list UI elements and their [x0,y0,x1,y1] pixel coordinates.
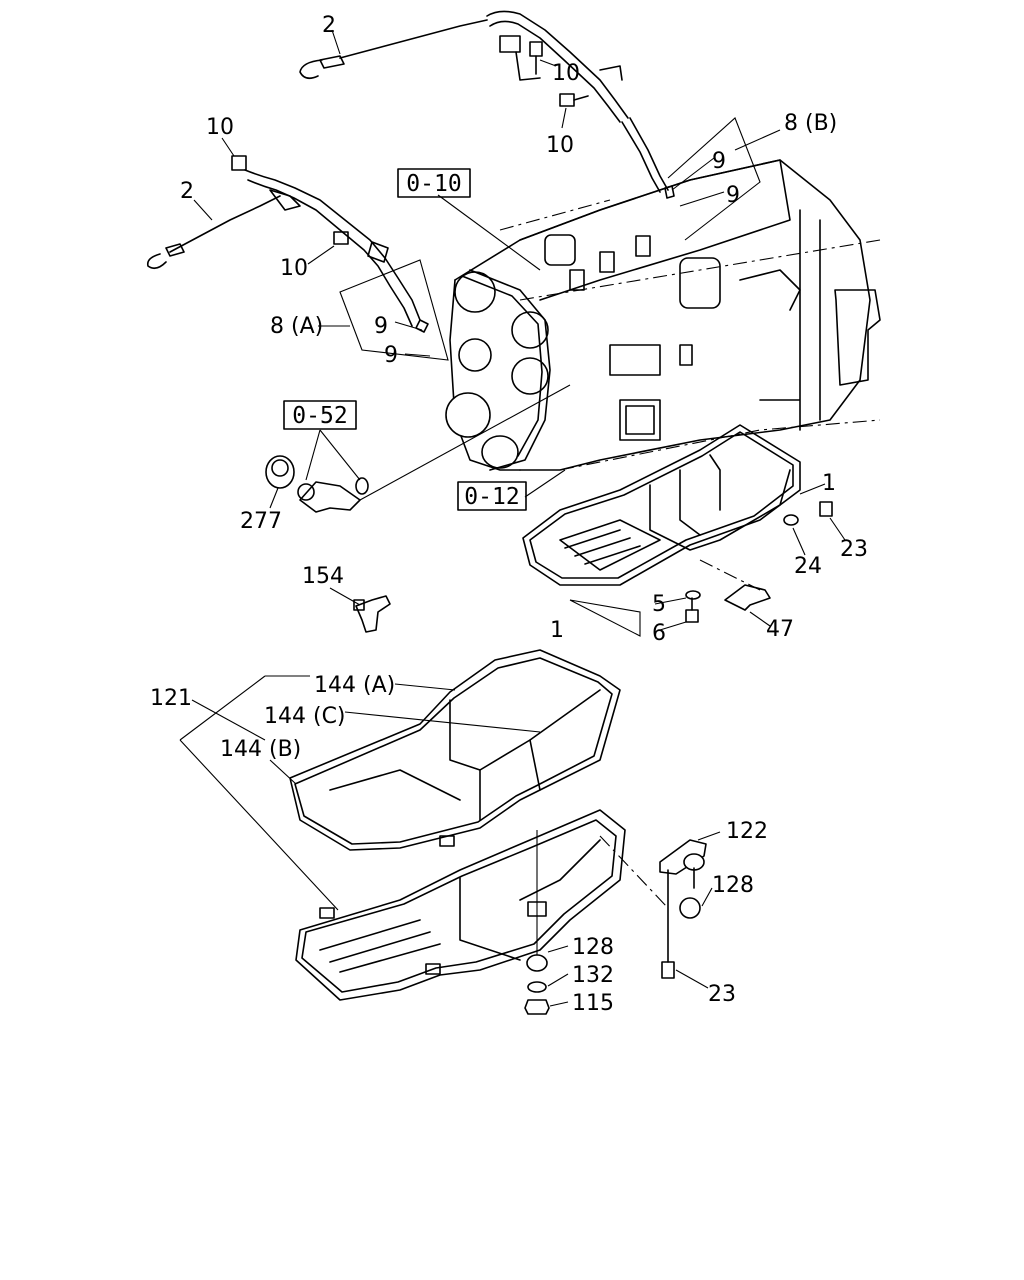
callout-9-d: 9 [384,343,398,368]
callout-47: 47 [766,617,794,642]
callout-128-b: 128 [572,935,614,960]
callout-9-b: 9 [726,183,740,208]
callout-2-left: 2 [180,179,194,204]
callout-23-top: 23 [840,537,868,562]
callout-128-a: 128 [712,873,754,898]
callout-8b: 8 (B) [784,111,837,136]
svg-text:0-12: 0-12 [464,484,519,510]
callout-8a: 8 (A) [270,314,323,339]
ref-box-0-10[interactable]: 0-10 [397,168,471,198]
oil-pan [522,424,833,623]
callout-122: 122 [726,819,768,844]
callout-10-a: 10 [552,61,580,86]
callout-10-c: 10 [206,115,234,140]
svg-text:0-10: 0-10 [406,171,461,197]
callout-154: 154 [302,564,344,589]
callout-277: 277 [240,509,282,534]
callout-10-b: 10 [546,133,574,158]
oil-filler-cap [265,455,369,513]
callout-9-a: 9 [712,149,726,174]
ref-box-0-52[interactable]: 0-52 [283,400,357,430]
bracket-154 [353,595,391,633]
oil-pan-guard [289,649,707,1015]
ref-box-0-12[interactable]: 0-12 [457,481,527,511]
callout-9-c: 9 [374,314,388,339]
callout-5: 5 [652,592,666,617]
callout-2-top: 2 [322,13,336,38]
callout-24: 24 [794,554,822,579]
leader-lines [179,29,846,1007]
callout-144c: 144 (C) [264,704,346,729]
callout-115: 115 [572,991,614,1016]
callout-23-bottom: 23 [708,982,736,1007]
callout-132: 132 [572,963,614,988]
dipstick-assembly-top [299,10,675,199]
callout-1: 1 [550,618,564,643]
callout-10-d: 10 [280,256,308,281]
svg-text:0-52: 0-52 [292,403,347,429]
bolt-icon-top [529,41,589,107]
dipstick-assembly-left [146,155,429,333]
callout-1-small: 1 [822,471,836,496]
callout-6: 6 [652,621,666,646]
callout-144a: 144 (A) [314,673,395,698]
callout-144b: 144 (B) [220,737,301,762]
callout-121: 121 [150,686,192,711]
engine-block [445,159,881,471]
